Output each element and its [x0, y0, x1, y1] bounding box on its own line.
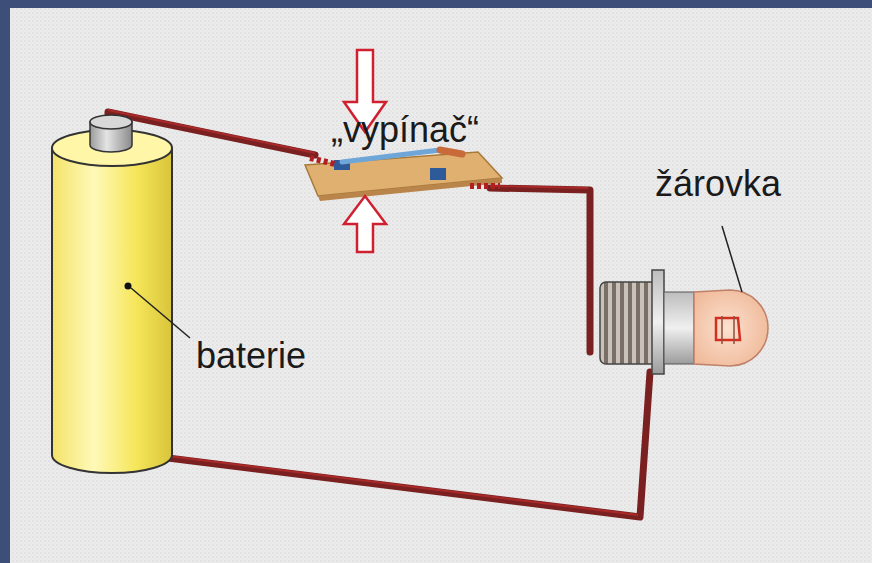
switch-label: „vypínač“ — [331, 112, 479, 148]
battery-label: baterie — [196, 338, 306, 374]
switch — [305, 150, 502, 201]
leader-line — [722, 226, 742, 292]
wires — [108, 112, 650, 517]
leader-line — [131, 288, 190, 338]
battery — [52, 115, 172, 473]
bulb — [600, 226, 768, 374]
background — [10, 8, 872, 563]
bulb-label: žárovka — [655, 166, 781, 202]
press-arrows — [344, 50, 386, 252]
